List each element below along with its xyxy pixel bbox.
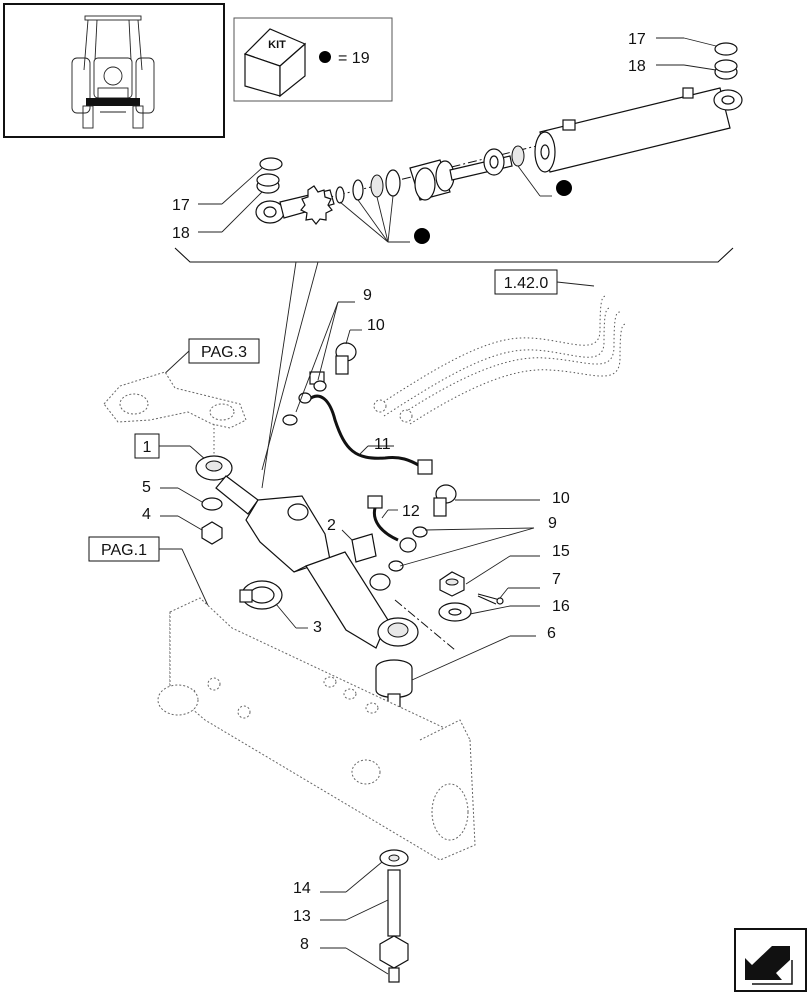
callout-10-top: 10 <box>345 317 385 345</box>
pipe-12 <box>367 484 457 572</box>
cotter-pin-7 <box>477 593 504 605</box>
clip-2 <box>351 533 377 563</box>
svg-text:16: 16 <box>552 598 570 615</box>
tractor-front-icon <box>3 3 225 138</box>
callout-14: 14 <box>293 861 383 897</box>
front-axle <box>157 597 476 861</box>
svg-text:17: 17 <box>172 197 190 214</box>
callout-3: 3 <box>275 603 322 636</box>
svg-text:17: 17 <box>628 31 646 48</box>
callout-11: 11 <box>359 436 394 455</box>
seal-marker-icon <box>319 51 331 63</box>
callout-6: 6 <box>411 625 556 681</box>
exploded-view-bracket <box>174 247 734 263</box>
ref-box-pag3[interactable] <box>188 338 260 364</box>
ball-joint-6 <box>375 659 413 730</box>
svg-text:8: 8 <box>300 936 309 953</box>
callout-9-right: 9 <box>399 515 557 567</box>
seal-marker-icon <box>414 228 430 244</box>
svg-text:12: 12 <box>402 503 420 520</box>
svg-text:3: 3 <box>313 619 322 636</box>
svg-text:4: 4 <box>142 506 151 523</box>
svg-text:14: 14 <box>293 880 311 897</box>
pipe-11 <box>282 342 433 475</box>
item-1-box[interactable] <box>134 433 160 459</box>
bolt-13 <box>379 849 409 983</box>
kit-legend-text: = 19 <box>338 50 370 67</box>
item-1-label: 1 <box>143 439 152 456</box>
kit-box-icon <box>243 28 307 98</box>
svg-text:5: 5 <box>142 479 151 496</box>
cylinder-assembled <box>195 455 456 651</box>
washer-5 <box>201 497 223 511</box>
next-page-arrow-icon[interactable] <box>734 928 807 992</box>
callout-5: 5 <box>142 479 203 503</box>
callout-10-right: 10 <box>455 490 570 507</box>
callout-13: 13 <box>293 899 389 925</box>
svg-text:15: 15 <box>552 543 570 560</box>
svg-text:18: 18 <box>172 225 190 242</box>
ref-label-pag3: PAG.3 <box>201 344 247 361</box>
callout-16: 16 <box>469 598 570 615</box>
callout-7: 7 <box>499 571 561 599</box>
svg-text:9: 9 <box>363 287 372 304</box>
svg-text:11: 11 <box>374 436 391 453</box>
callout-8: 8 <box>300 936 389 975</box>
washer-16 <box>438 602 472 622</box>
hydraulic-hoses <box>373 295 627 425</box>
callout-15: 15 <box>465 543 570 585</box>
nut-15 <box>439 571 465 597</box>
seal-marker-icon <box>556 180 572 196</box>
nut-4 <box>201 521 223 545</box>
callout-17-top: 17 <box>628 31 717 48</box>
callout-9-top: 9 <box>295 287 372 413</box>
callout-4: 4 <box>142 506 203 531</box>
kit-box-label: KIT <box>268 39 286 51</box>
callout-2: 2 <box>327 517 353 541</box>
callout-18-top: 18 <box>628 58 717 75</box>
svg-text:18: 18 <box>628 58 646 75</box>
ref-label-pag1: PAG.1 <box>101 542 147 559</box>
steering-arm <box>103 371 247 460</box>
callout-18-left: 18 <box>172 191 263 242</box>
svg-text:6: 6 <box>547 625 556 642</box>
svg-text:2: 2 <box>327 517 336 534</box>
svg-text:9: 9 <box>548 515 557 532</box>
callout-12: 12 <box>381 503 420 520</box>
ref-label-1-42-0: 1.42.0 <box>504 275 549 292</box>
clamp-3 <box>239 580 283 610</box>
svg-text:13: 13 <box>293 908 311 925</box>
callout-17-left: 17 <box>172 167 263 214</box>
cylinder-exploded-view <box>255 42 743 244</box>
svg-text:10: 10 <box>367 317 385 334</box>
kit-legend: KIT = 19 <box>233 17 393 102</box>
svg-text:7: 7 <box>552 571 561 588</box>
svg-text:10: 10 <box>552 490 570 507</box>
